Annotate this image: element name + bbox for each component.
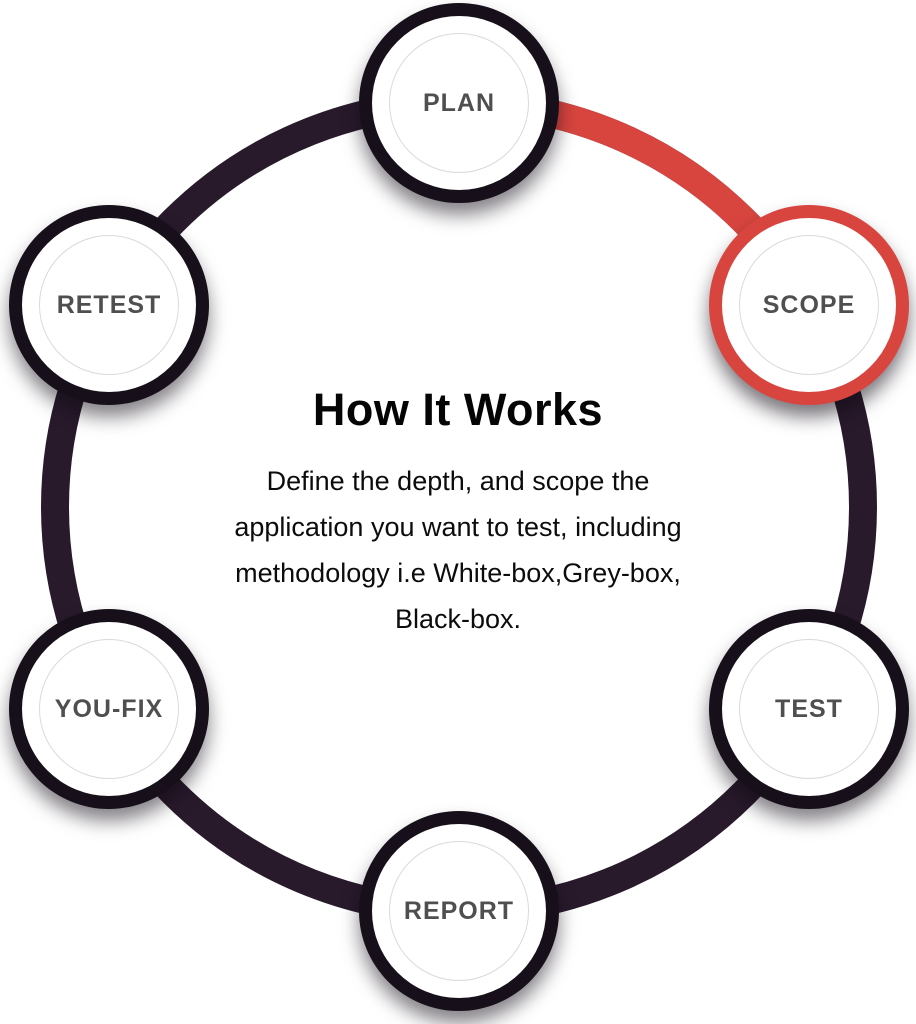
step-node-test-circle: TEST bbox=[722, 622, 896, 796]
step-label-scope: SCOPE bbox=[762, 290, 856, 319]
step-label-report: REPORT bbox=[403, 896, 515, 925]
step-node-plan[interactable]: PLAN bbox=[359, 3, 559, 203]
step-node-retest[interactable]: RETEST bbox=[9, 205, 209, 405]
step-description-line-4: Black-box. bbox=[394, 604, 522, 634]
step-node-you-fix[interactable]: YOU-FIX bbox=[9, 609, 209, 809]
step-node-you-fix-inner-ring: YOU-FIX bbox=[39, 639, 179, 779]
step-description: Define the depth, and scope the applicat… bbox=[138, 458, 778, 642]
step-node-report-inner-ring: REPORT bbox=[389, 841, 529, 981]
step-description-line-1: Define the depth, and scope the bbox=[266, 466, 650, 496]
step-node-plan-circle: PLAN bbox=[372, 16, 546, 190]
step-label-plan: PLAN bbox=[422, 88, 496, 117]
step-description-line-2: application you want to test, including bbox=[234, 512, 682, 542]
step-node-plan-inner-ring: PLAN bbox=[389, 33, 529, 173]
step-node-scope-circle: SCOPE bbox=[722, 218, 896, 392]
center-text-block: How It Works Define the depth, and scope… bbox=[138, 384, 778, 642]
step-label-retest: RETEST bbox=[56, 290, 162, 319]
step-node-you-fix-circle: YOU-FIX bbox=[22, 622, 196, 796]
step-node-test[interactable]: TEST bbox=[709, 609, 909, 809]
step-description-line-3: methodology i.e White-box,Grey-box, bbox=[235, 558, 681, 588]
step-label-you-fix: YOU-FIX bbox=[54, 694, 164, 723]
step-node-retest-inner-ring: RETEST bbox=[39, 235, 179, 375]
page-title: How It Works bbox=[312, 384, 604, 435]
step-node-scope[interactable]: SCOPE bbox=[709, 205, 909, 405]
step-node-test-inner-ring: TEST bbox=[739, 639, 879, 779]
step-node-retest-circle: RETEST bbox=[22, 218, 196, 392]
step-node-report-circle: REPORT bbox=[372, 824, 546, 998]
step-node-report[interactable]: REPORT bbox=[359, 811, 559, 1011]
step-node-scope-inner-ring: SCOPE bbox=[739, 235, 879, 375]
step-label-test: TEST bbox=[775, 694, 843, 723]
